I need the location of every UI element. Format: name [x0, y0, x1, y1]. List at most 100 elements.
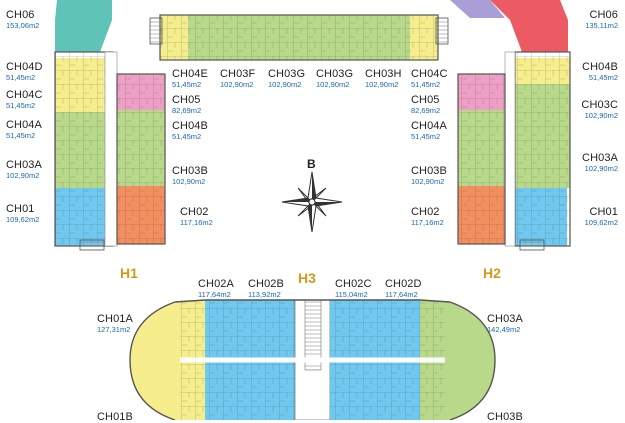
unit-code: CH01A [97, 313, 133, 325]
unit-area: 51,45m2 [6, 101, 36, 110]
unit-code: CH02 [180, 206, 209, 218]
unit-area: 51,45m2 [411, 132, 441, 141]
compass-center [308, 198, 316, 206]
unit-area: 102,90m2 [220, 80, 254, 89]
unit-area: 102,90m2 [584, 164, 618, 173]
unit-area: 82,69m2 [172, 106, 202, 115]
h2-outer-rooms [515, 52, 570, 246]
unit-area: 51,45m2 [411, 80, 441, 89]
unit-area: 51,45m2 [172, 132, 202, 141]
h2-corridor [504, 51, 516, 247]
h3-outline [129, 299, 496, 420]
unit-code: CH04A [6, 119, 42, 131]
unit-code: CH03G [316, 68, 354, 80]
unit-area: 102,90m2 [6, 171, 40, 180]
unit-code: CH04C [411, 68, 448, 80]
unit-code: CH02 [411, 206, 440, 218]
unit-area: 51,45m2 [172, 80, 202, 89]
unit-area: 153,06m2 [6, 21, 40, 30]
unit-code: CH03G [268, 68, 306, 80]
unit-code: CH05 [172, 94, 201, 106]
unit-area: 102,90m2 [316, 80, 350, 89]
unit-code: CH04A [411, 120, 447, 132]
unit-code: CH03A [487, 313, 523, 325]
unit-code: CH04D [6, 61, 43, 73]
stair-left [149, 17, 163, 45]
unit-code: CH03F [220, 68, 256, 80]
compass-north-label: B [307, 157, 316, 171]
unit-area: 115,04m2 [335, 290, 368, 299]
unit-code: CH06 [589, 9, 618, 21]
unit-code: CH03B [487, 411, 523, 423]
compass-south-half [308, 202, 312, 232]
unit-code: CH05 [411, 94, 440, 106]
h2-inner-rooms [458, 74, 505, 244]
h2-wing [450, 0, 571, 251]
unit-lavender-fill [450, 0, 505, 18]
h2-stair-bottom [519, 239, 545, 251]
unit-area: 102,90m2 [172, 177, 206, 186]
h1-wing [54, 0, 166, 251]
unit-area: 102,90m2 [584, 111, 618, 120]
h1-stair-bottom [79, 239, 105, 251]
h1-inner-outline [116, 73, 166, 245]
unit-code: CH03C [581, 99, 618, 111]
unit-code: CH04B [582, 61, 618, 73]
compass-diagonals [297, 187, 327, 217]
unit-code: CH02A [198, 278, 234, 290]
unit-code: CH03A [582, 152, 618, 164]
h3-tower [129, 299, 496, 420]
unit-code: CH03B [172, 165, 208, 177]
compass-east-half [312, 202, 342, 206]
unit-code: CH04E [172, 68, 208, 80]
stair-right [435, 17, 449, 45]
unit-area: 117,16m2 [411, 218, 444, 227]
tower-label-h1: H1 [120, 265, 138, 281]
unit-code: CH01 [6, 203, 35, 215]
unit-code: CH01B [97, 411, 133, 423]
unit-area: 117,64m2 [198, 290, 231, 299]
unit-code: CH04B [172, 120, 208, 132]
h2-inner-outline [457, 73, 506, 245]
tower-label-h3: H3 [298, 270, 316, 286]
unit-area: 127,31m2 [97, 325, 131, 334]
unit-area: 113,92m2 [248, 290, 281, 299]
unit-area: 135,11m2 [585, 21, 618, 30]
unit-area: 51,45m2 [6, 73, 36, 82]
unit-area: 82,69m2 [411, 106, 441, 115]
compass-west-half [282, 198, 312, 202]
unit-code: CH02C [335, 278, 372, 290]
unit-ch06-left-fill [55, 0, 112, 52]
unit-area: 51,45m2 [588, 73, 618, 82]
unit-area: 109,62m2 [584, 218, 618, 227]
unit-label-ch01b: CH01B [97, 412, 133, 423]
tower-label-h2: H2 [483, 265, 501, 281]
unit-code: CH01 [589, 206, 618, 218]
unit-area: 109,62m2 [6, 215, 40, 224]
top-block-rooms [160, 15, 438, 60]
unit-label-ch03b-h3: CH03B [487, 412, 523, 423]
unit-area: 102,90m2 [411, 177, 445, 186]
